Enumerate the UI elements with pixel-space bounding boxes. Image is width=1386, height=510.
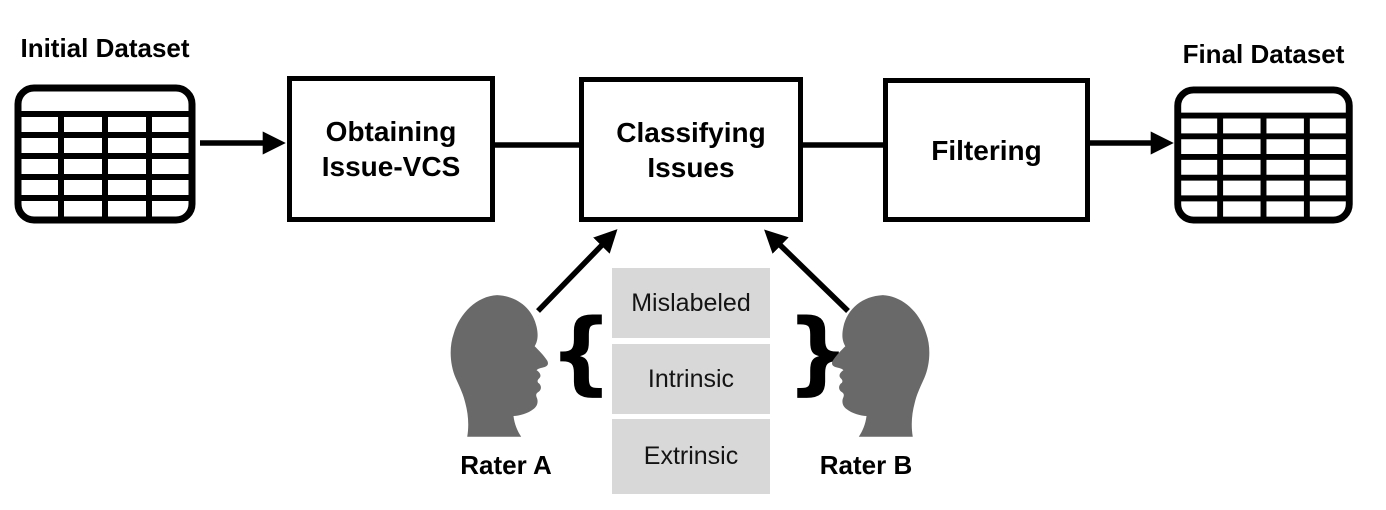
category-label: Mislabeled <box>631 288 751 317</box>
left-curly-brace: { <box>549 300 614 405</box>
category-box-mislabeled: Mislabeled <box>612 268 770 338</box>
step-box-obtaining-issue-vcs: Obtaining Issue-VCS <box>287 76 495 222</box>
arrow-rater-a-to-classifying <box>536 229 618 313</box>
category-label: Intrinsic <box>647 364 735 393</box>
table-icon <box>14 84 196 224</box>
arrow-rater-b-to-classifying <box>764 229 850 313</box>
category-label: Extrinsic <box>643 442 739 470</box>
step-box-classifying-issues: Classifying Issues <box>579 77 803 222</box>
table-icon <box>1174 86 1353 224</box>
initial-dataset-label: Initial Dataset <box>20 33 190 63</box>
step-label-line: Filtering <box>931 134 1042 166</box>
step-label-line: Issue-VCS <box>321 151 461 182</box>
rater-a-label: Rater A <box>460 450 552 480</box>
step-label-line: Classifying <box>616 116 766 148</box>
final-dataset-label: Final Dataset <box>1182 39 1345 69</box>
person-head-silhouette-icon <box>450 295 548 437</box>
category-box-intrinsic: Intrinsic <box>612 344 770 414</box>
step-label-line: Obtaining <box>325 116 457 147</box>
person-head-silhouette-icon <box>832 295 930 437</box>
step-box-filtering: Filtering <box>883 78 1090 222</box>
step-label-line: Issues <box>647 151 735 183</box>
rater-b-label: Rater B <box>819 450 913 480</box>
category-box-extrinsic: Extrinsic <box>612 419 770 494</box>
